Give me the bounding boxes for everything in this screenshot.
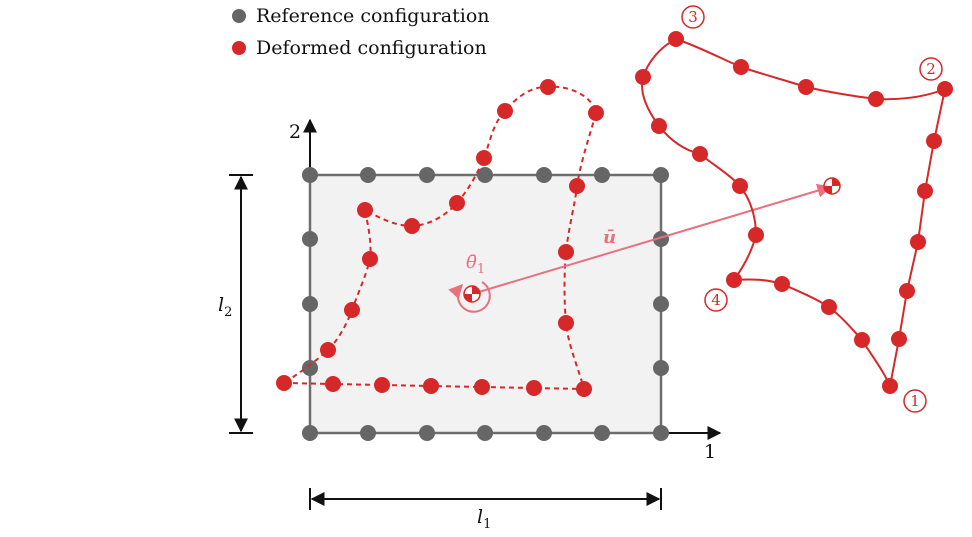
deformed-node	[325, 376, 341, 392]
deformed-node	[854, 332, 870, 348]
reference-node	[419, 425, 435, 441]
deformed-node	[668, 31, 684, 47]
corner-marker-3: 3	[681, 5, 705, 29]
deformed-node	[362, 251, 378, 267]
corner-marker-label: 3	[688, 8, 698, 26]
com-quadrant	[472, 286, 480, 294]
reference-node	[653, 296, 669, 312]
deformed-node	[569, 178, 585, 194]
deformed-node	[917, 183, 933, 199]
reference-nodes	[302, 167, 669, 441]
deformed-node	[821, 299, 837, 315]
reference-node	[594, 167, 610, 183]
center-of-mass-reference	[463, 285, 481, 303]
com-quadrant	[832, 178, 840, 186]
deformed-node	[497, 103, 513, 119]
reference-node	[653, 360, 669, 376]
deformed-node	[449, 195, 465, 211]
displacement-arrow	[471, 183, 832, 295]
reference-node	[360, 167, 376, 183]
corner-marker-label: 4	[711, 291, 721, 309]
deformed-boundary-solid	[641, 37, 947, 390]
deformed-node	[651, 118, 667, 134]
deformed-node	[558, 315, 574, 331]
corner-marker-label: 1	[910, 392, 920, 410]
deformed-node	[748, 227, 764, 243]
axis-1-label: 1	[704, 441, 716, 463]
deformed-node	[576, 381, 592, 397]
deformed-node	[588, 105, 604, 121]
dimension-l1: l1	[309, 488, 662, 532]
deformed-node	[635, 69, 651, 85]
deformed-node	[692, 146, 708, 162]
dimension-l2: l2	[218, 174, 253, 434]
legend-deformed-dot	[232, 41, 246, 55]
rotation-label: θ̄1	[466, 252, 485, 277]
displacement-label: ū	[603, 227, 616, 248]
rotation-arrow	[448, 281, 491, 313]
reference-node	[594, 425, 610, 441]
corner-marker-circle	[681, 5, 705, 29]
reference-node	[302, 425, 318, 441]
legend-reference-dot	[232, 9, 246, 23]
legend-deformed-label: Deformed configuration	[256, 37, 487, 59]
reference-node	[536, 167, 552, 183]
deformed-node	[320, 342, 336, 358]
deformed-node	[774, 276, 790, 292]
com-quadrant	[464, 294, 472, 302]
deformed-node	[868, 91, 884, 107]
corner-marker-circle	[903, 389, 927, 413]
deformed-node	[474, 379, 490, 395]
com-quadrant	[824, 186, 832, 194]
reference-node	[477, 425, 493, 441]
deformed-node	[891, 331, 907, 347]
corner-marker-circle	[704, 288, 728, 312]
dimension-l1-label: l1	[477, 506, 491, 532]
deformed-node	[910, 234, 926, 250]
reference-node	[653, 167, 669, 183]
center-of-mass-deformed	[823, 177, 841, 195]
deformed-node	[476, 150, 492, 166]
reference-node	[419, 167, 435, 183]
deformed-nodes-dashed	[276, 79, 604, 397]
deformed-node	[404, 218, 420, 234]
deformed-node	[732, 178, 748, 194]
corner-marker-4: 4	[704, 288, 728, 312]
deformed-node	[937, 81, 953, 97]
deformed-node	[540, 79, 556, 95]
reference-node	[302, 231, 318, 247]
reference-node	[302, 296, 318, 312]
reference-node	[536, 425, 552, 441]
corner-marker-2: 2	[919, 57, 943, 81]
deformed-node	[926, 133, 942, 149]
corner-marker-1: 1	[903, 389, 927, 413]
deformed-node	[344, 302, 360, 318]
deformed-node	[558, 244, 574, 260]
reference-node	[477, 167, 493, 183]
deformed-node	[798, 79, 814, 95]
deformed-nodes-solid	[635, 31, 953, 394]
deformed-node	[526, 380, 542, 396]
reference-node	[653, 425, 669, 441]
deformed-node	[726, 272, 742, 288]
legend-reference-label: Reference configuration	[256, 5, 490, 27]
deformed-node	[733, 59, 749, 75]
reference-node	[302, 360, 318, 376]
deformed-node	[423, 378, 439, 394]
deformed-node	[882, 378, 898, 394]
legend: Reference configuration Deformed configu…	[232, 5, 490, 59]
reference-node	[360, 425, 376, 441]
axis-2-label: 2	[289, 121, 301, 143]
reference-node	[653, 231, 669, 247]
reference-node	[302, 167, 318, 183]
corner-marker-circle	[919, 57, 943, 81]
deformed-node	[276, 375, 292, 391]
deformed-node	[357, 202, 373, 218]
dimension-l2-label: l2	[218, 294, 232, 320]
deformed-node	[899, 283, 915, 299]
corner-marker-label: 2	[926, 60, 936, 78]
deformed-node	[374, 377, 390, 393]
